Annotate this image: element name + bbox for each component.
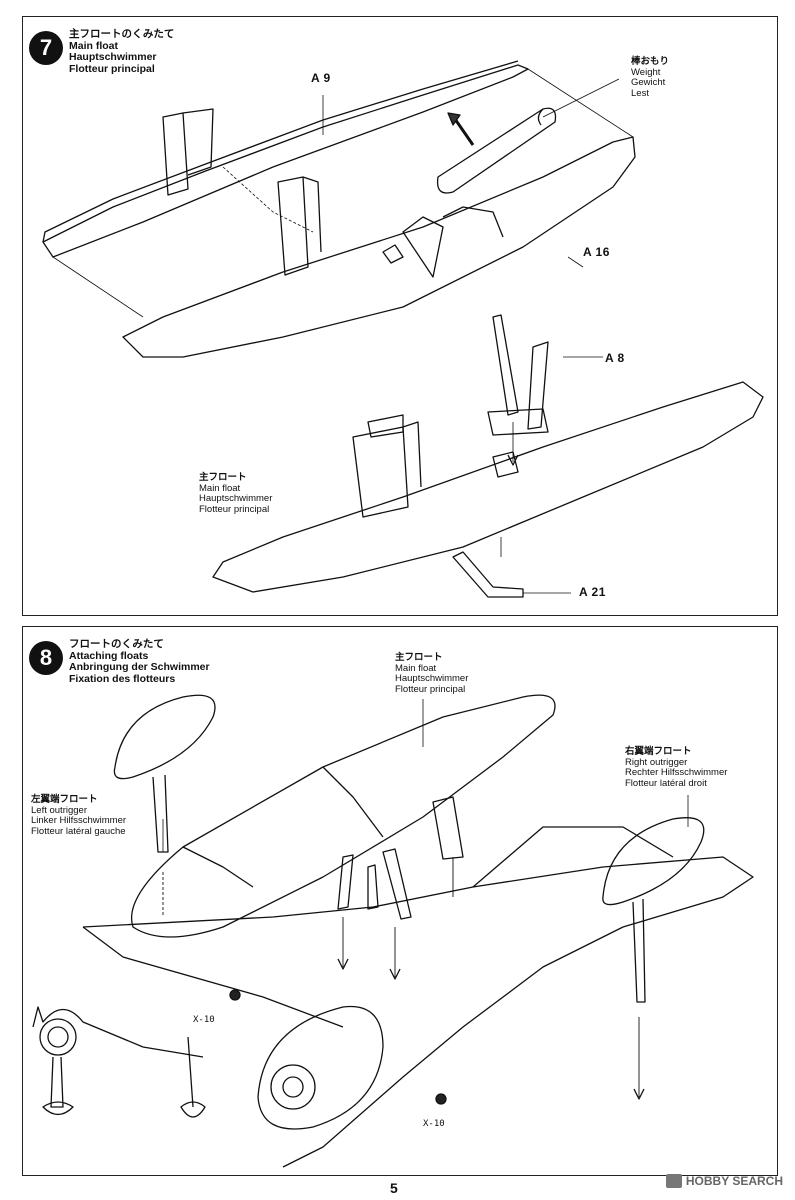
left-outrigger	[113, 694, 216, 780]
float-half-a9	[42, 64, 529, 258]
strut-a8	[492, 314, 519, 416]
main-float-label: 主フロート Main float Hauptschwimmer Flotteur…	[199, 472, 273, 515]
watermark-text: HOBBY SEARCH	[685, 1174, 783, 1188]
step-title: フロートのくみたて Attaching floats Anbringung de…	[69, 638, 210, 685]
main-float	[131, 694, 556, 938]
title-en: Main float	[69, 39, 118, 52]
step-number: 7	[39, 35, 53, 60]
title-ja: 主フロートのくみたて	[69, 28, 175, 40]
screw-x10-a	[229, 989, 241, 1001]
front-view-inset	[32, 1006, 204, 1058]
step-8-drawing	[32, 694, 754, 1168]
part-a21	[452, 551, 524, 598]
weight-rod	[436, 107, 557, 194]
step-8-panel: 8 フロートのくみたて Attaching floats Anbringung …	[22, 626, 778, 1176]
part-label-a8: A 8	[605, 351, 625, 365]
watermark: HOBBY SEARCH	[665, 1174, 783, 1188]
step-7-panel: 7 主フロートのくみたて Main float Hauptschwimmer F…	[22, 16, 778, 616]
title-fr: Flotteur principal	[69, 62, 155, 75]
left-outrigger-label: 左翼端フロート Left outrigger Linker Hilfsschwi…	[31, 794, 127, 837]
title-de: Anbringung der Schwimmer	[69, 661, 210, 673]
assembled-float	[212, 381, 764, 593]
weight-label: 棒おもり Weight Gewicht Lest	[631, 56, 670, 99]
step-7-drawing	[42, 60, 764, 598]
page-number: 5	[390, 1180, 398, 1196]
screw-x10-b	[435, 1093, 447, 1105]
step-number-badge: 8	[29, 641, 63, 675]
main-float-label: 主フロート Main float Hauptschwimmer Flotteur…	[395, 652, 469, 695]
hobby-search-logo-icon	[665, 1174, 682, 1188]
aircraft-body	[82, 856, 754, 1168]
title-de: Hauptschwimmer	[69, 51, 157, 63]
title-ja: フロートのくみたて	[69, 638, 164, 650]
screw-label-2: X-10	[423, 1119, 445, 1129]
screw-label-1: X-10	[193, 1015, 215, 1025]
step-title: 主フロートのくみたて Main float Hauptschwimmer Flo…	[69, 28, 175, 75]
part-label-a9: A 9	[311, 71, 331, 85]
part-label-a21: A 21	[579, 585, 606, 599]
engine-cowling	[257, 1005, 384, 1130]
step-number: 8	[39, 645, 53, 670]
float-half-a16	[122, 136, 636, 358]
right-outrigger	[602, 817, 705, 906]
step-number-badge: 7	[29, 31, 63, 65]
right-outrigger-label: 右翼端フロート Right outrigger Rechter Hilfssch…	[625, 746, 728, 789]
part-label-a16: A 16	[583, 245, 610, 259]
title-fr: Fixation des flotteurs	[69, 672, 176, 685]
title-en: Attaching floats	[69, 649, 149, 662]
